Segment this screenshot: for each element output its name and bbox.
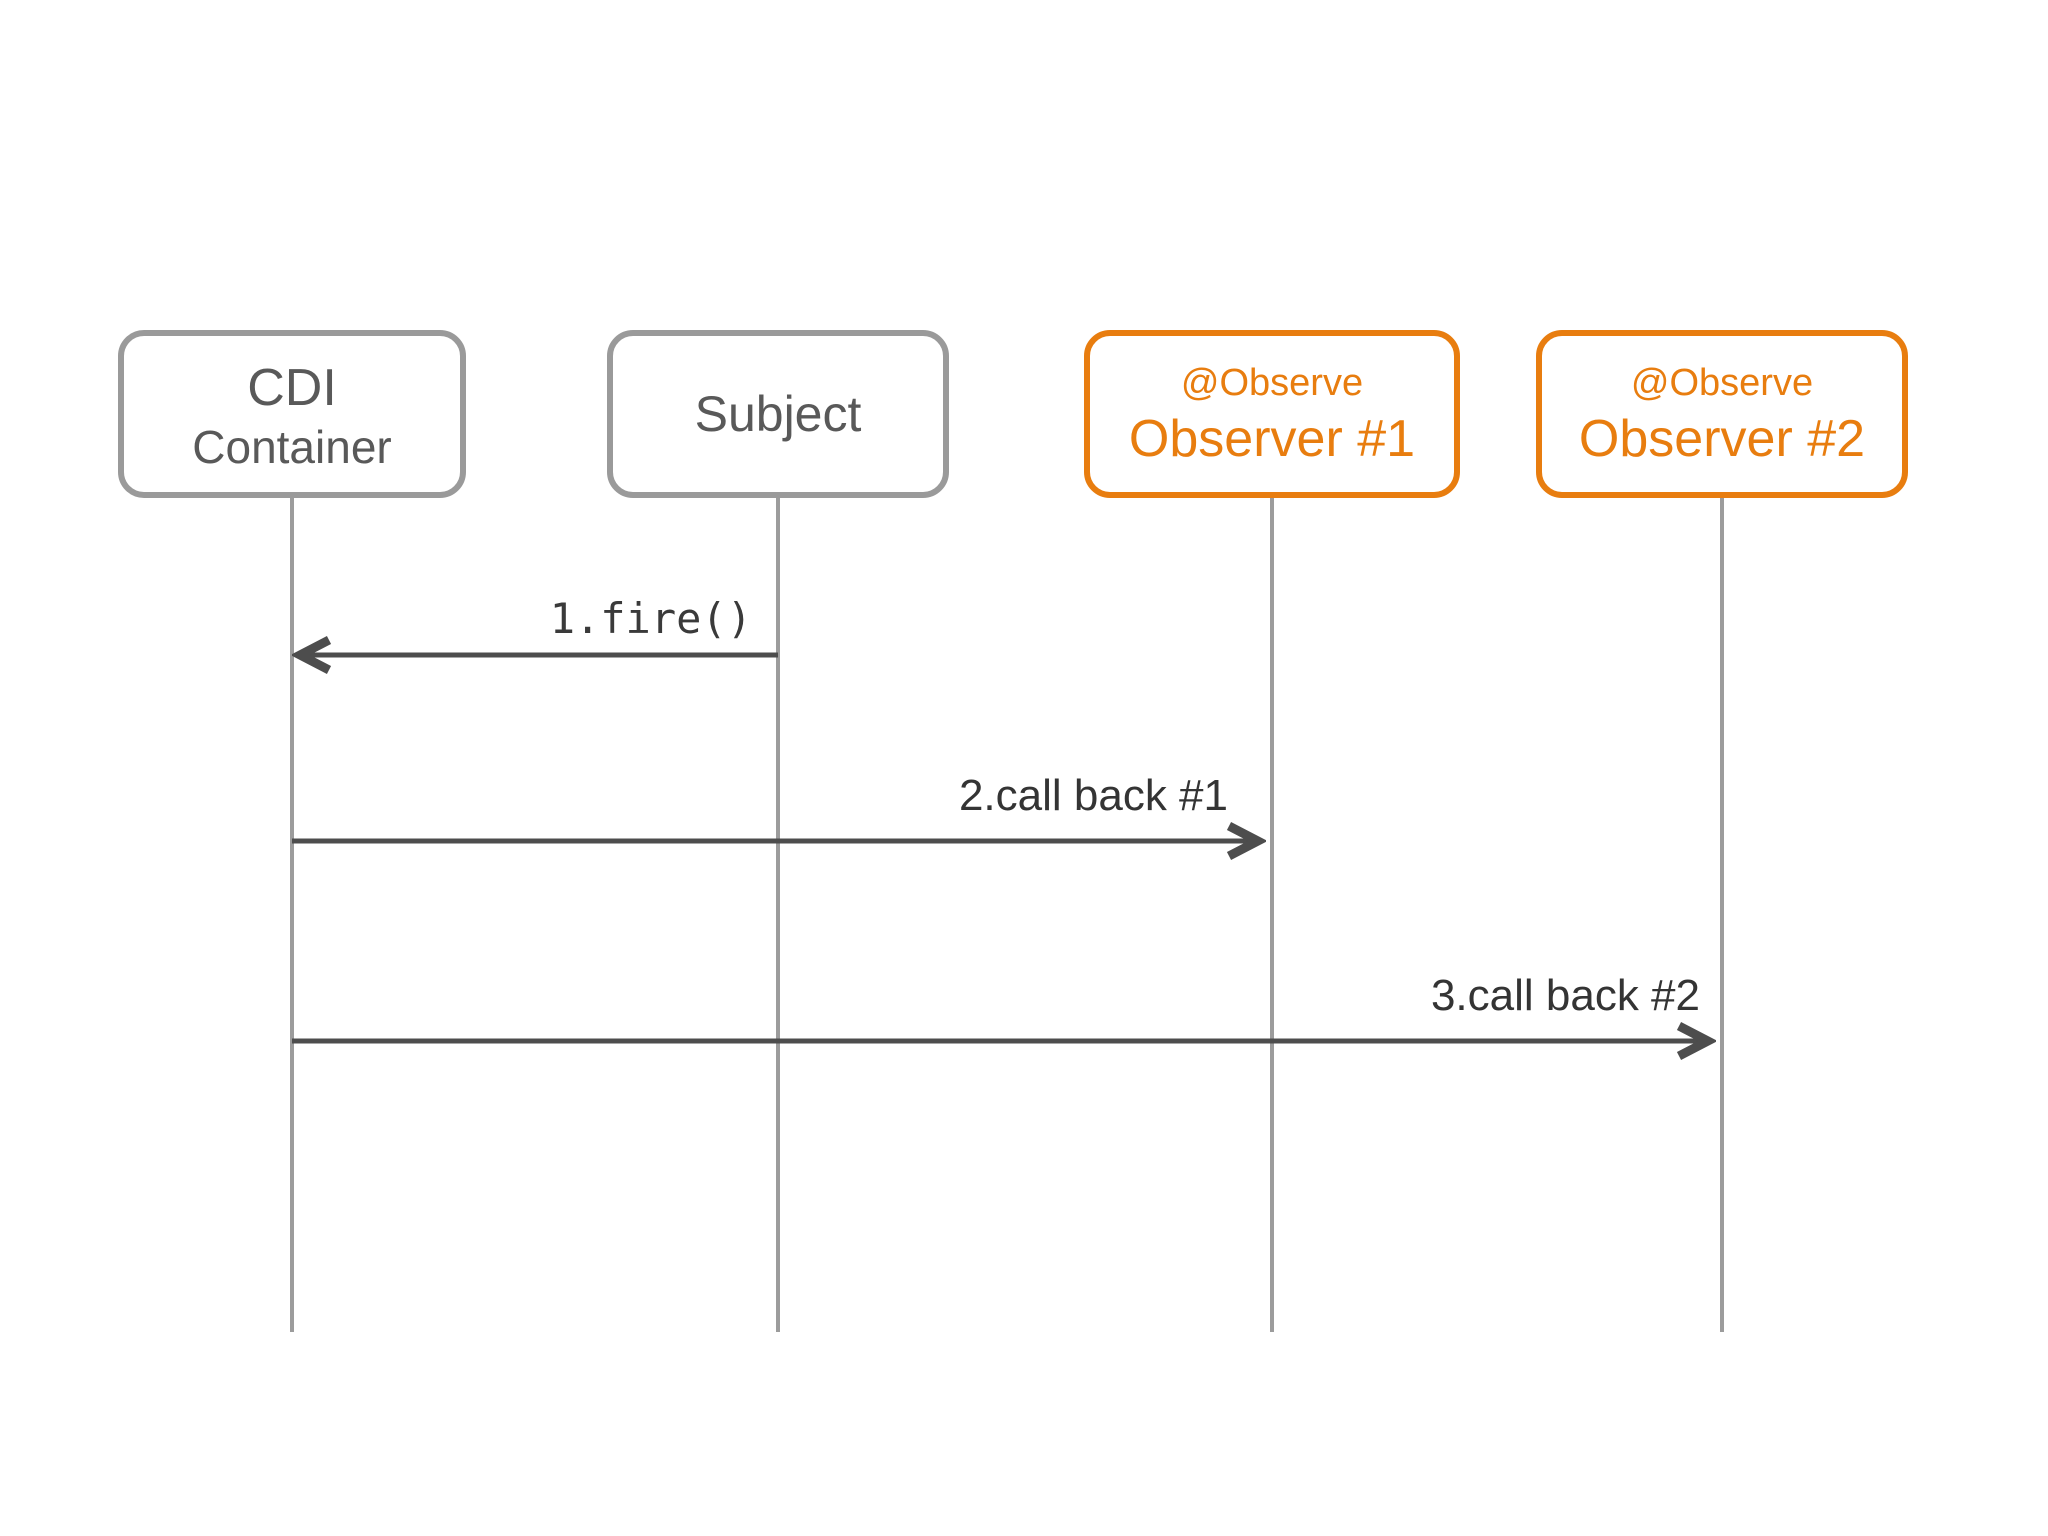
actor-box-observer-1: @Observe Observer #1: [1084, 330, 1460, 498]
actor-label-cdi: CDI: [247, 358, 337, 417]
actor-annotation-observe-2: @Observe: [1630, 362, 1814, 405]
message-label-callback-2: 3.call back #2: [1430, 971, 1700, 1020]
actor-label-observer-2: Observer #2: [1578, 409, 1866, 468]
actor-box-cdi-container: CDI Container: [118, 330, 466, 498]
message-label-callback-1: 2.call back #1: [958, 771, 1228, 820]
actor-label-container: Container: [192, 420, 392, 473]
actor-label-subject: Subject: [694, 386, 862, 442]
actor-box-observer-2: @Observe Observer #2: [1536, 330, 1908, 498]
actor-annotation-observe-1: @Observe: [1180, 362, 1364, 405]
message-label-fire: 1.fire(): [549, 594, 752, 643]
actor-box-subject: Subject: [607, 330, 949, 498]
actor-label-observer-1: Observer #1: [1128, 409, 1416, 468]
